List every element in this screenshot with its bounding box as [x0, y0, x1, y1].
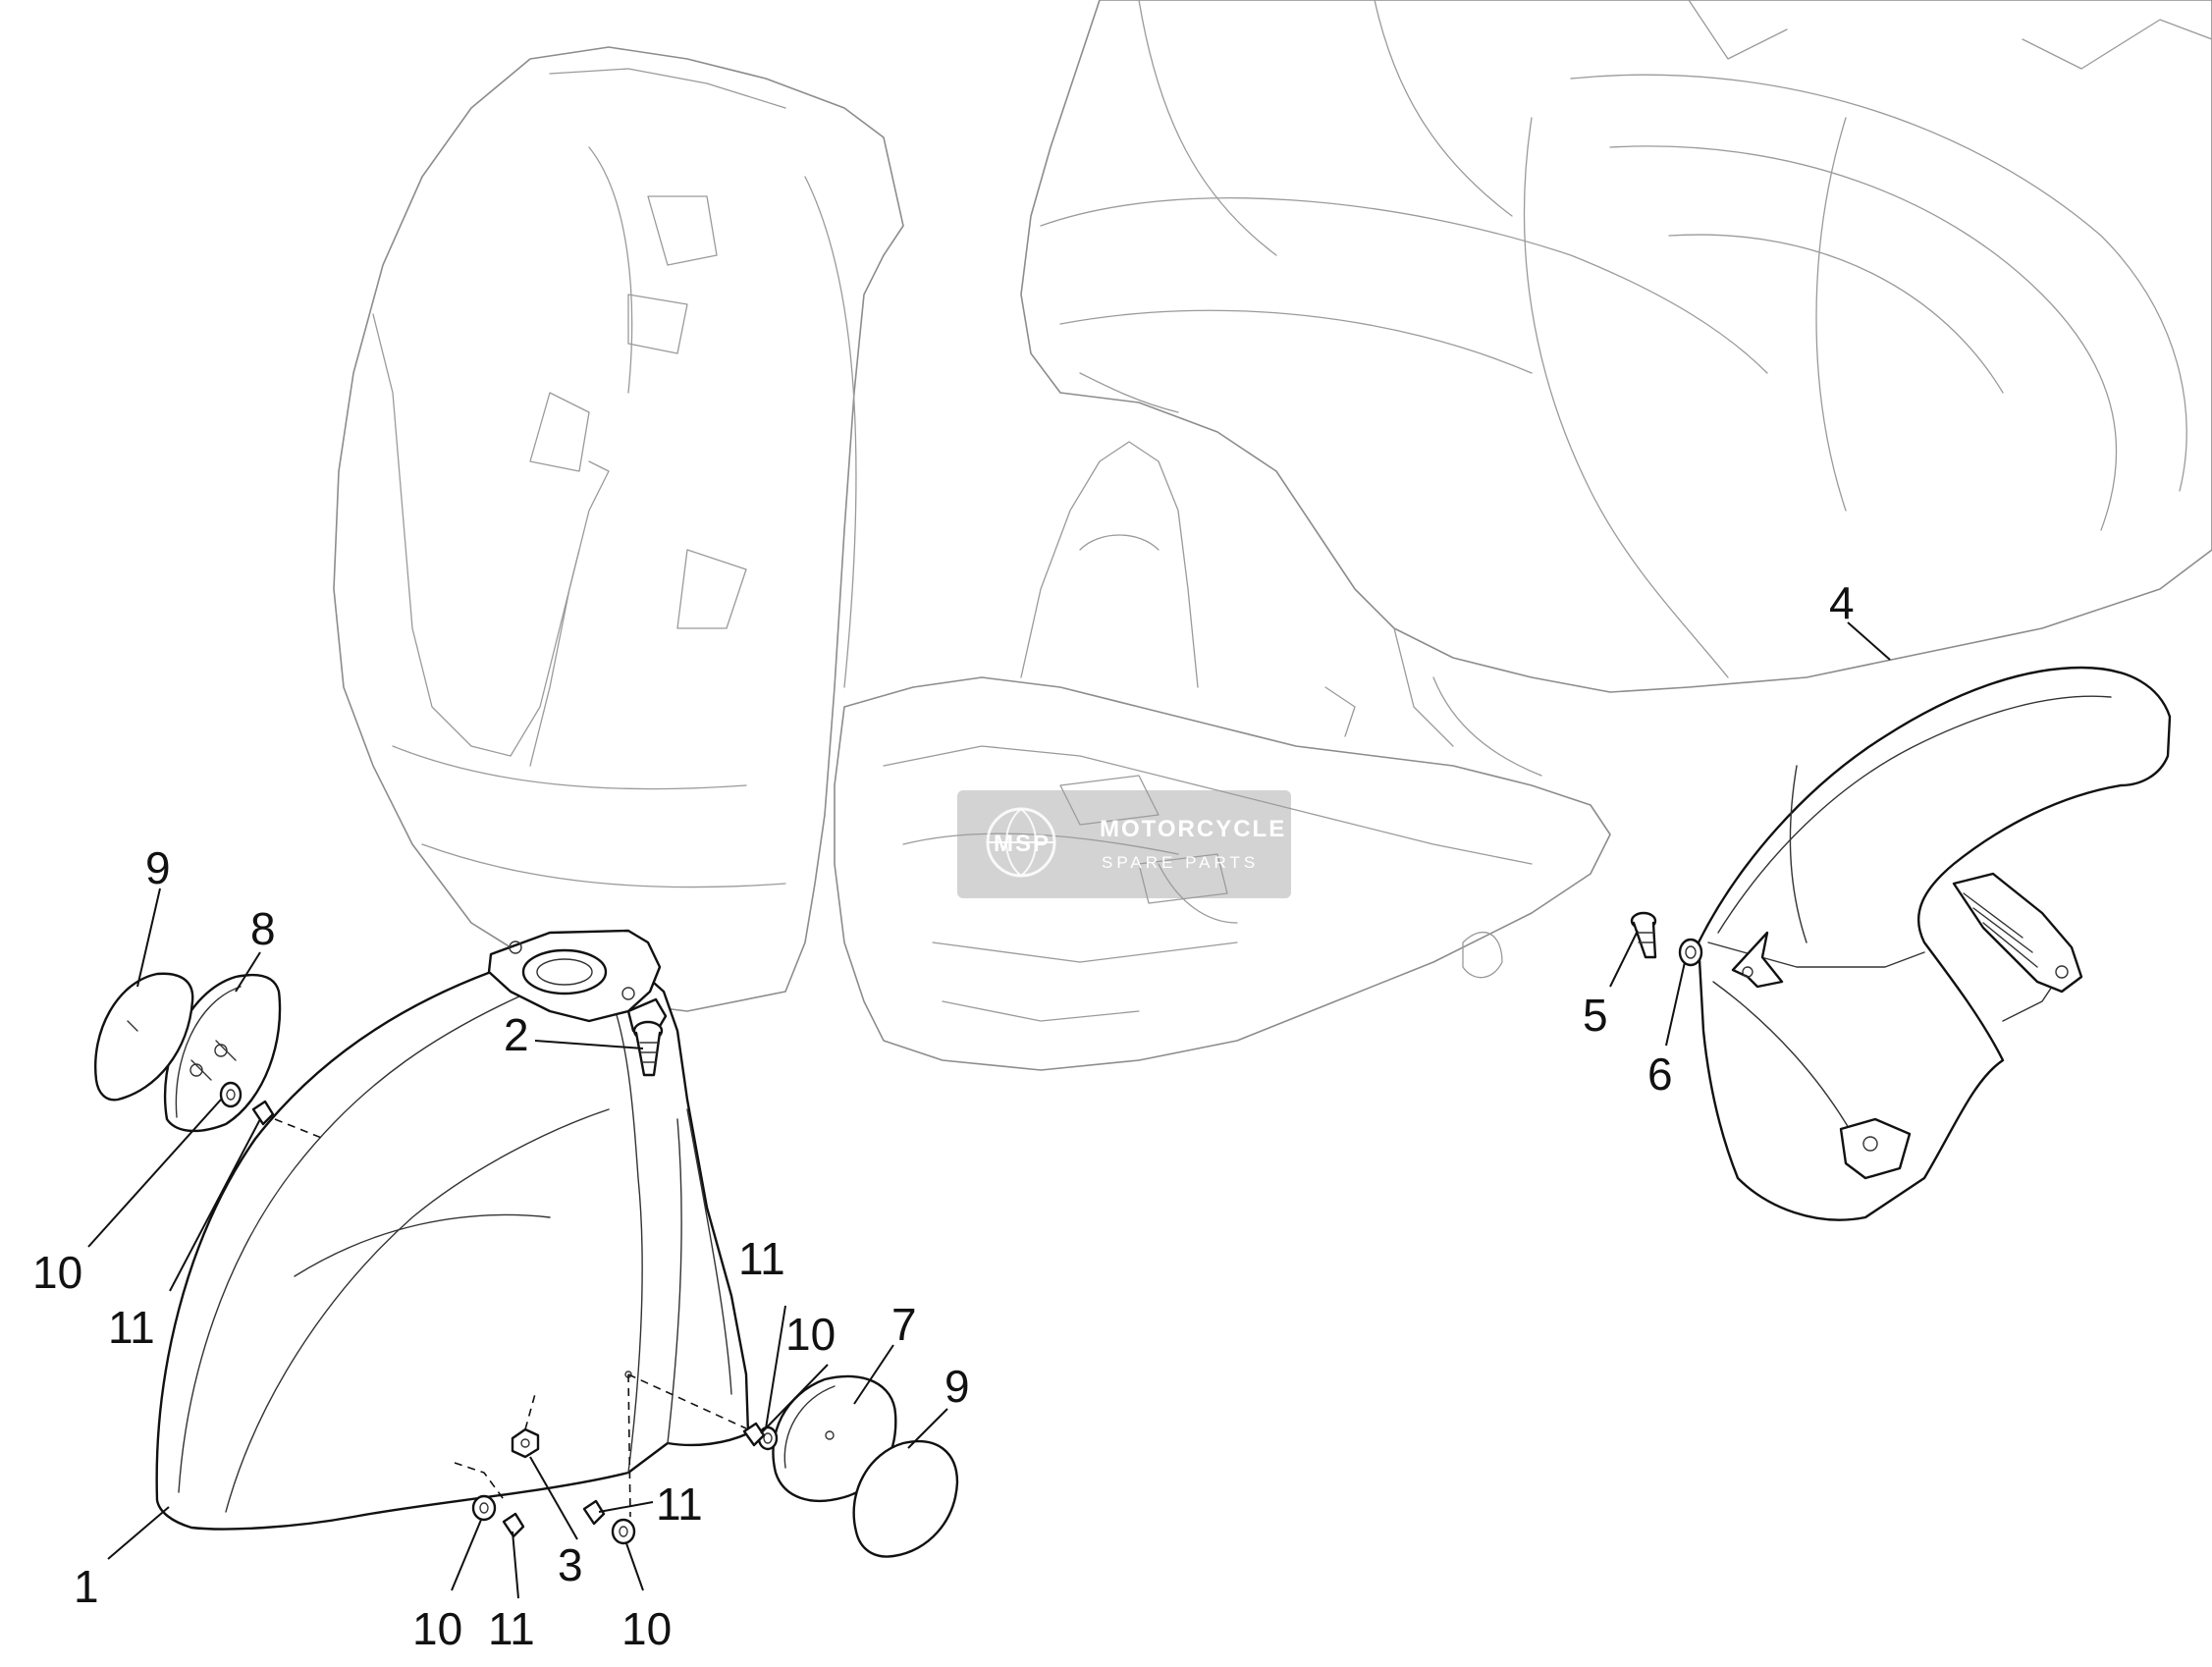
leader-lines — [87, 621, 1891, 1599]
callout-5: 5 — [1583, 990, 1608, 1041]
callouts: 1 2 3 4 5 6 7 8 9 9 10 10 10 10 11 11 11… — [32, 577, 1855, 1654]
callout-9-left: 9 — [145, 842, 171, 893]
callout-6: 6 — [1647, 1049, 1673, 1100]
callout-8: 8 — [250, 903, 276, 954]
callout-11-bottom-right: 11 — [656, 1479, 703, 1530]
watermark-title: MOTORCYCLE — [1100, 816, 1286, 842]
callout-11-bottom-left: 11 — [488, 1603, 535, 1654]
assembly-line-bottom-left — [454, 1462, 507, 1503]
clip-11-bottom-left — [502, 1512, 525, 1538]
callout-7: 7 — [891, 1299, 917, 1350]
screw-2 — [632, 1020, 664, 1077]
callout-10-right: 10 — [785, 1309, 836, 1360]
scooter-body-outline — [333, 0, 2212, 1071]
clip-11-bottom-right — [582, 1499, 606, 1526]
callout-1: 1 — [74, 1561, 99, 1612]
emblem-cover-9-left — [94, 972, 194, 1102]
callout-10-bottom-right: 10 — [621, 1603, 672, 1654]
callout-2: 2 — [504, 1009, 529, 1060]
callout-10-bottom-left: 10 — [412, 1603, 462, 1654]
assembly-line-left — [274, 1118, 325, 1140]
callout-4: 4 — [1829, 577, 1855, 628]
callout-9-right: 9 — [944, 1361, 970, 1412]
washer-10-bottom-left — [471, 1494, 497, 1522]
screw-5 — [1630, 911, 1657, 959]
washer-6 — [1678, 938, 1703, 967]
watermark-box — [957, 790, 1291, 898]
washer-10-left — [219, 1081, 243, 1108]
washer-10-bottom-right — [611, 1518, 636, 1545]
callout-11-right: 11 — [738, 1233, 785, 1284]
callout-11-left: 11 — [108, 1302, 155, 1353]
watermark: MSP MOTORCYCLE SPARE PARTS — [957, 790, 1291, 898]
emblem-cover-9-right — [852, 1440, 959, 1558]
callout-3: 3 — [558, 1539, 583, 1590]
watermark-subtitle: SPARE PARTS — [1102, 853, 1259, 872]
assembly-line-3 — [524, 1393, 536, 1430]
rear-mudguard — [1697, 666, 2172, 1221]
assembly-line-bottom-right — [627, 1373, 631, 1518]
clip-11-right — [742, 1422, 766, 1447]
callout-10-left: 10 — [32, 1247, 82, 1298]
watermark-logo: MSP — [994, 831, 1051, 857]
